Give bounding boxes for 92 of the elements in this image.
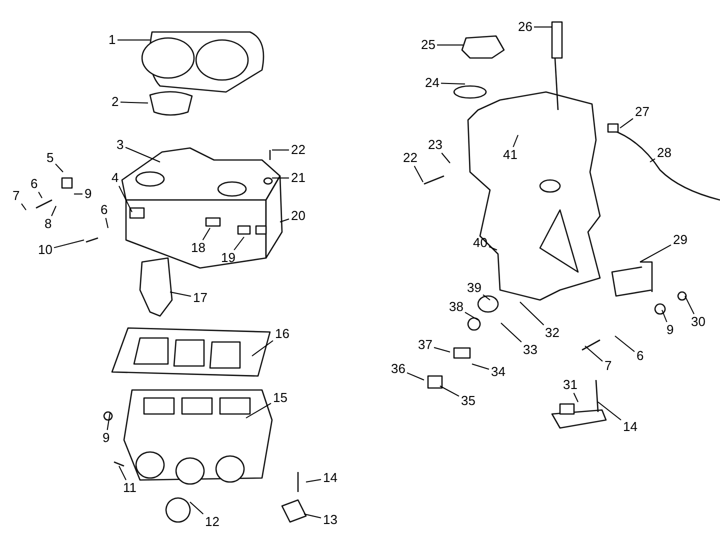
leader-line	[21, 203, 26, 210]
leader-line	[472, 364, 490, 370]
callout-number: 13	[322, 513, 338, 527]
callout-number: 22	[402, 151, 418, 165]
leader-line	[520, 302, 544, 326]
callout-number: 39	[466, 281, 482, 295]
leader-line	[234, 236, 244, 250]
leader-line	[441, 152, 450, 164]
callout-number: 18	[190, 241, 206, 255]
leader-line	[170, 292, 192, 297]
leader-line	[440, 82, 466, 84]
callout-number: 30	[690, 315, 706, 329]
callout-number: 14	[322, 471, 338, 485]
callout-number: 10	[37, 243, 54, 257]
leader-line	[598, 402, 622, 420]
leader-line	[614, 336, 635, 352]
callout-number: 40	[472, 236, 488, 250]
leader-line	[500, 322, 522, 342]
callout-number: 26	[517, 20, 534, 34]
callout-number: 31	[562, 378, 578, 392]
leader-line	[414, 166, 424, 182]
callout-number: 6	[100, 203, 109, 217]
leader-line	[38, 192, 42, 198]
callout-number: 41	[502, 148, 518, 162]
callout-number: 11	[122, 481, 138, 495]
callout-number: 22	[290, 143, 306, 157]
callout-number: 6	[30, 177, 39, 191]
callout-number: 29	[672, 233, 688, 247]
callout-number: 9	[102, 431, 111, 445]
leader-line	[640, 244, 672, 262]
callout-number: 27	[634, 105, 650, 119]
callout-number: 6	[636, 349, 645, 363]
leader-line	[662, 310, 668, 322]
callout-number: 38	[448, 300, 464, 314]
leader-line	[650, 158, 656, 162]
callout-number: 1	[108, 33, 117, 47]
leader-line	[246, 402, 272, 418]
leader-line	[252, 340, 274, 356]
leader-line	[584, 346, 603, 362]
callout-number: 7	[604, 359, 613, 373]
callout-number: 9	[666, 323, 675, 337]
callout-number: 23	[427, 138, 444, 152]
leader-line	[464, 312, 478, 320]
leader-line	[436, 44, 464, 46]
leader-line	[190, 502, 204, 514]
leader-line	[118, 466, 126, 480]
leader-line	[202, 228, 210, 240]
leader-line	[125, 146, 160, 162]
leader-line	[434, 347, 450, 352]
leader-line	[512, 134, 518, 148]
callout-number: 8	[44, 217, 53, 231]
leader-line	[105, 218, 108, 228]
callout-number: 28	[656, 146, 672, 160]
callout-number: 9	[84, 187, 93, 201]
leader-line	[440, 386, 460, 397]
callout-number: 24	[424, 76, 440, 90]
leader-line	[620, 118, 634, 128]
callout-number: 16	[274, 327, 290, 341]
leader-line	[482, 294, 490, 300]
callout-number: 34	[490, 365, 506, 379]
leader-line	[118, 186, 132, 212]
leader-line	[51, 206, 56, 216]
callout-number: 36	[390, 362, 406, 376]
callout-number: 19	[220, 251, 236, 265]
callout-number: 20	[290, 209, 306, 223]
leader-line	[534, 26, 552, 28]
leader-line	[406, 372, 424, 380]
leader-line	[120, 102, 148, 104]
callout-number: 35	[460, 394, 476, 408]
callout-number: 15	[272, 391, 288, 405]
callout-number: 4	[110, 171, 120, 185]
leader-line	[280, 218, 290, 222]
callout-number: 32	[544, 326, 560, 340]
callout-number: 25	[420, 38, 436, 52]
leader-line	[54, 240, 84, 248]
callout-number: 7	[12, 189, 21, 203]
leader-line	[488, 246, 498, 250]
callout-number: 21	[290, 171, 306, 185]
leader-line	[55, 163, 64, 172]
leader-line	[304, 514, 322, 518]
callout-number: 14	[622, 420, 638, 434]
leader-line	[106, 412, 110, 430]
callout-number: 2	[110, 95, 120, 109]
callout-number: 33	[522, 343, 538, 357]
leader-line	[684, 296, 694, 314]
callout-number: 37	[417, 338, 434, 352]
callout-number: 3	[116, 138, 125, 152]
callout-number: 17	[192, 291, 208, 305]
callout-number: 5	[46, 151, 55, 165]
leader-line	[573, 392, 578, 402]
leader-line	[306, 479, 322, 482]
callout-number: 12	[204, 515, 220, 529]
